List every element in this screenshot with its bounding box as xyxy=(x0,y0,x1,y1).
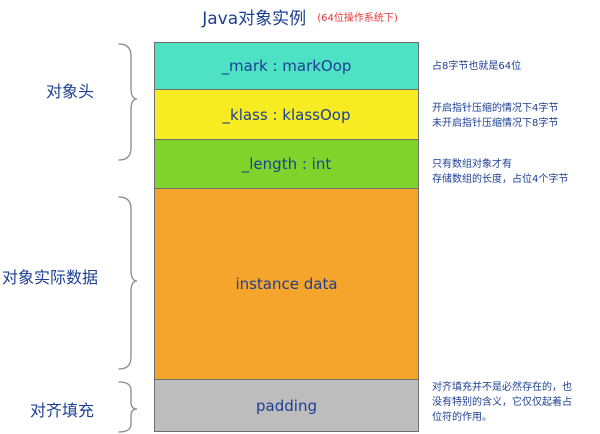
note-klass: 开启指针压缩的情况下4字节 未开启指针压缩情况下8字节 xyxy=(432,103,559,129)
brace-padding xyxy=(118,381,138,433)
note-padding: 对齐填充并不是必然存在的，也 没有特别的含义，它仅仅起着占 位符的作用。 xyxy=(432,382,572,423)
brace-instance-data xyxy=(118,196,138,370)
block-klass: _klass : klassOop xyxy=(154,89,419,140)
brace-object-header xyxy=(118,43,138,161)
block-padding: padding xyxy=(154,379,419,432)
block-padding-label: padding xyxy=(256,396,317,415)
note-mark: 占8字节也就是64位 xyxy=(432,61,522,72)
title-subtitle: (64位操作系统下) xyxy=(317,13,398,24)
block-instance-data-label: instance data xyxy=(235,275,338,293)
title-main: Java对象实例 xyxy=(202,9,307,29)
block-mark: _mark : markOop xyxy=(154,42,419,90)
label-instance-data: 对象实际数据 xyxy=(2,268,99,287)
block-length: _length : int xyxy=(154,139,419,189)
block-mark-label: _mark : markOop xyxy=(221,57,352,75)
label-object-header: 对象头 xyxy=(46,82,95,101)
note-length: 只有数组对象才有 存储数组的长度，占位4个字节 xyxy=(432,159,569,185)
label-alignment-padding: 对齐填充 xyxy=(30,401,95,420)
block-length-label: _length : int xyxy=(241,155,332,173)
block-instance-data: instance data xyxy=(154,188,419,380)
diagram-title: Java对象实例 (64位操作系统下) xyxy=(0,4,600,29)
block-klass-label: _klass : klassOop xyxy=(222,105,351,124)
